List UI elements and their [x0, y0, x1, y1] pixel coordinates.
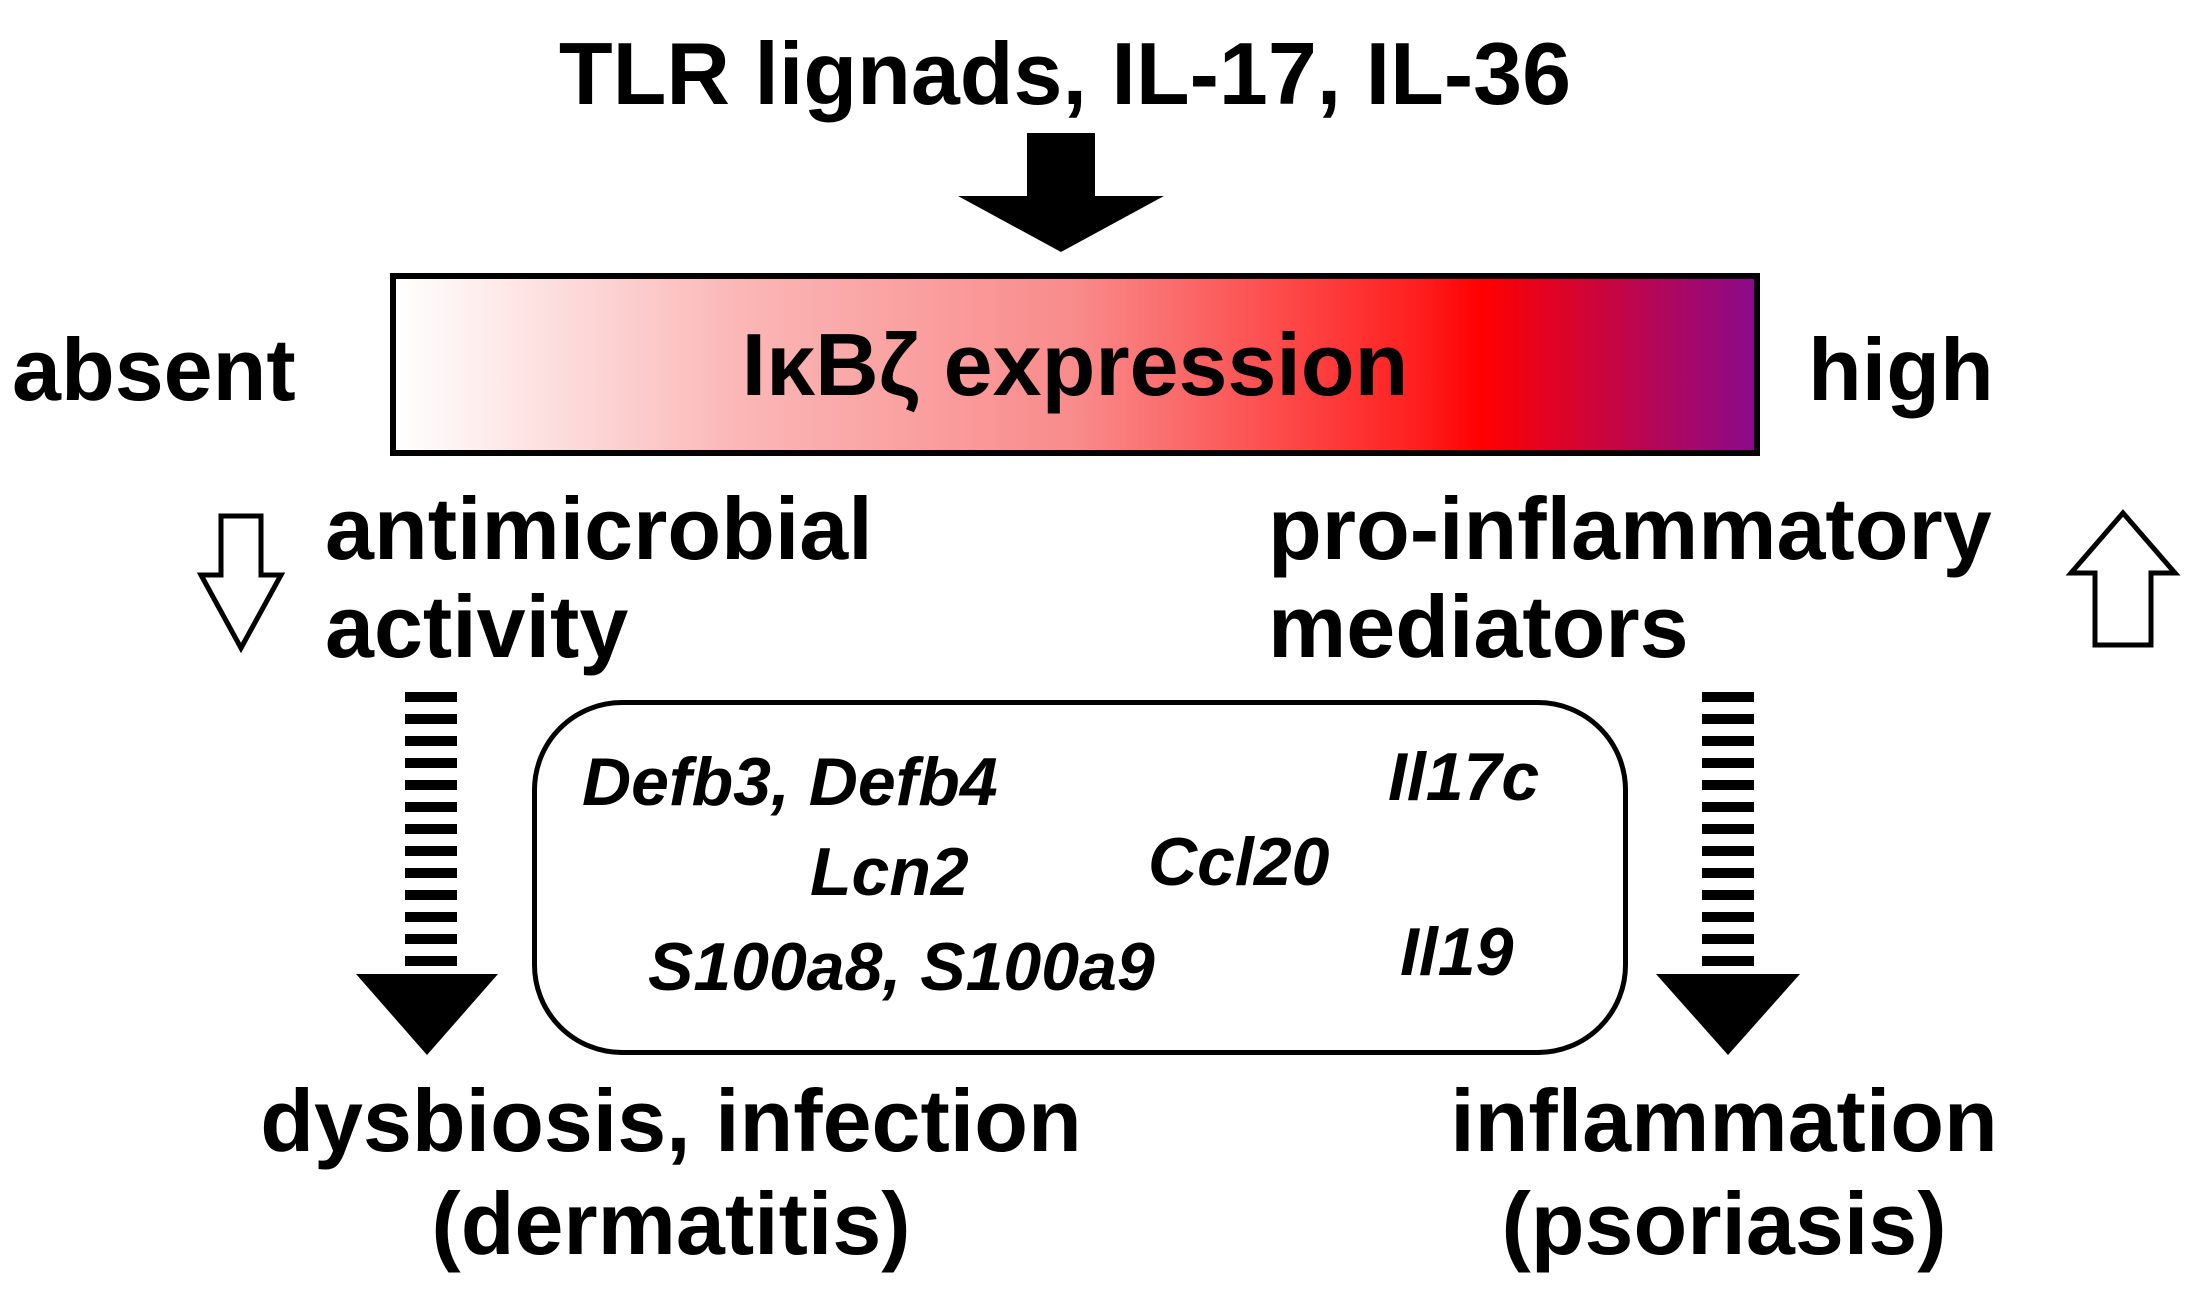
gene-il19: Il19	[1400, 914, 1514, 990]
right-dashed-arrow	[1656, 692, 1800, 1055]
left-dashed-arrow	[356, 692, 498, 1055]
gene-box	[532, 700, 1628, 1055]
gene-defb: Defb3, Defb4	[582, 744, 998, 820]
decrease-arrow-icon	[196, 513, 286, 654]
inflammation-label: inflammation	[1450, 1071, 1998, 1170]
gene-ccl20: Ccl20	[1148, 824, 1330, 900]
antimicrobial-label: antimicrobial	[325, 479, 873, 578]
activity-label: activity	[325, 577, 629, 676]
top-down-arrow	[958, 133, 1164, 252]
expression-bar-label: IκBζ expression	[741, 314, 1409, 414]
high-label: high	[1808, 320, 1994, 419]
increase-arrow-icon	[2065, 509, 2181, 648]
gene-s100: S100a8, S100a9	[648, 929, 1155, 1005]
psoriasis-label: (psoriasis)	[1501, 1174, 1947, 1273]
absent-label: absent	[12, 320, 296, 419]
dermatitis-label: (dermatitis)	[431, 1174, 911, 1273]
gene-lcn2: Lcn2	[810, 834, 969, 910]
dysbiosis-label: dysbiosis, infection	[260, 1071, 1082, 1170]
expression-gradient-bar: IκBζ expression	[390, 273, 1760, 456]
mediators-label: mediators	[1268, 577, 1689, 676]
gene-il17c: Il17c	[1388, 739, 1540, 815]
pro-inflammatory-label: pro-inflammatory	[1268, 479, 1992, 578]
stimuli-label: TLR lignads, IL-17, IL-36	[558, 24, 1572, 123]
